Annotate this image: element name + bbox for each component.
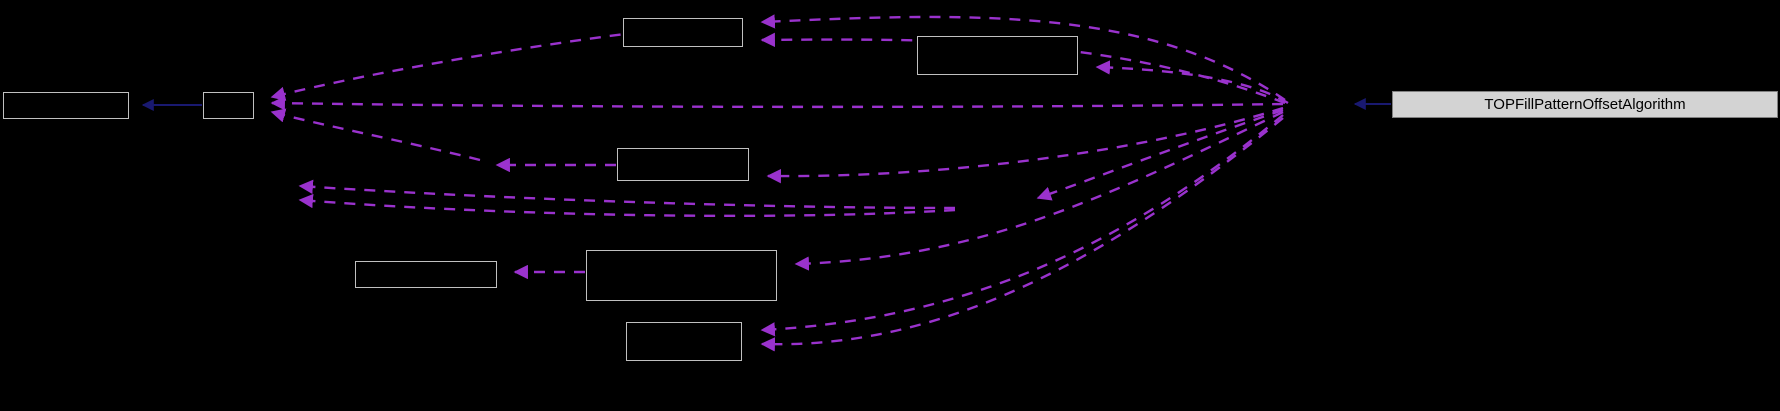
- graph-node-5[interactable]: [355, 261, 497, 288]
- graph-node-8-label: TOPFillPatternOffsetAlgorithm: [1484, 96, 1686, 113]
- graph-node-topfillpatternoffsetalgorithm[interactable]: TOPFillPatternOffsetAlgorithm: [1392, 91, 1778, 118]
- graph-node-2[interactable]: [623, 18, 743, 47]
- inheritance-edges: [141, 98, 1391, 111]
- graph-node-4[interactable]: [617, 148, 749, 181]
- graph-node-3[interactable]: [917, 36, 1078, 75]
- graph-node-0[interactable]: [3, 92, 129, 119]
- graph-node-7[interactable]: [626, 322, 742, 361]
- graph-node-6[interactable]: [586, 250, 777, 301]
- usage-edges: [270, 14, 1289, 352]
- graph-node-1[interactable]: [203, 92, 254, 119]
